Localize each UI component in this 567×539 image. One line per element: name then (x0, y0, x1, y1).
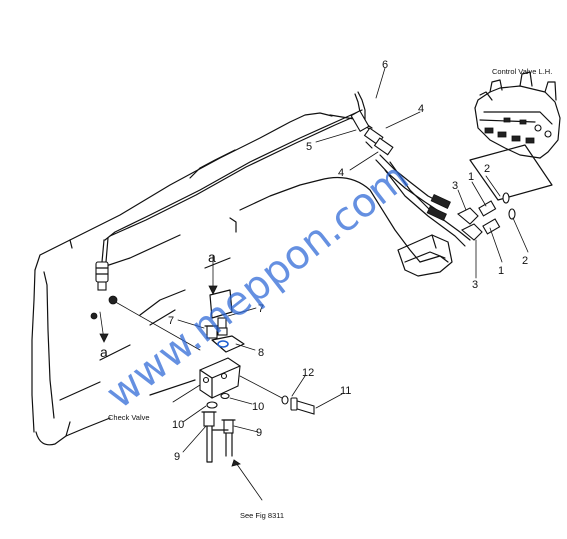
view-marker-a-upper: a (208, 249, 216, 265)
callout-1-lower: 1 (498, 265, 504, 277)
callout-3-upper: 3 (452, 180, 458, 192)
view-marker-a-lower: a (100, 344, 108, 360)
callout-4-upper: 4 (418, 103, 424, 115)
callout-2-upper: 2 (484, 163, 490, 175)
frame-bracket (397, 234, 453, 277)
callout-7-right: 7 (258, 303, 264, 315)
callout-9-left: 9 (174, 451, 180, 463)
callout-4-lower: 4 (338, 167, 344, 179)
callout-10-left: 10 (172, 419, 184, 431)
callout-12: 12 (302, 367, 314, 379)
callout-2-lower: 2 (522, 255, 528, 267)
machine-frame (31, 112, 421, 446)
callout-9-right: 9 (256, 427, 262, 439)
callout-8: 8 (258, 347, 264, 359)
control-valve-assembly (469, 71, 561, 201)
callout-5: 5 (306, 141, 312, 153)
see-fig-reference: See Fig 8311 (240, 511, 284, 520)
callout-7-left: 7 (168, 315, 174, 327)
callout-6: 6 (382, 59, 388, 71)
check-valve-label: Check Valve (108, 413, 150, 422)
callout-1-upper: 1 (468, 171, 474, 183)
check-valve-assembly (90, 289, 315, 463)
callout-3-lower: 3 (472, 279, 478, 291)
callout-11: 11 (340, 385, 351, 397)
callout-10-right: 10 (252, 401, 264, 413)
control-valve-label: Control Valve L.H. (492, 67, 552, 76)
watermark-text: www.meppon.com (98, 154, 418, 418)
tube-fittings (95, 109, 516, 291)
leader-lines (99, 67, 529, 501)
